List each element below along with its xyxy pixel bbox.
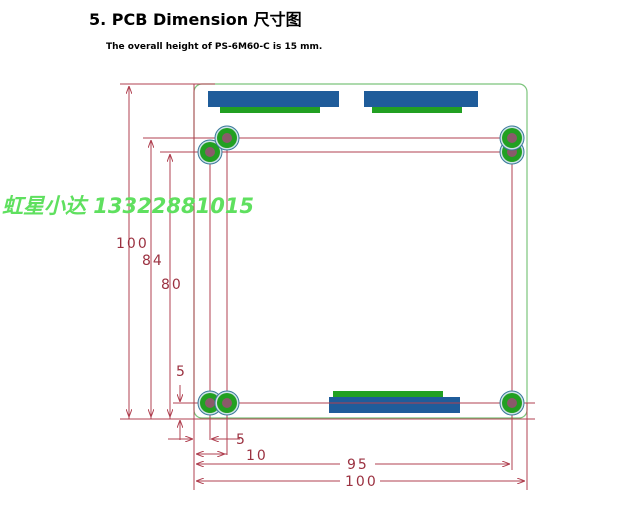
board-outline	[193, 83, 528, 419]
height-note: The overall height of PS-6M60-C is 15 mm…	[106, 42, 323, 52]
dim-width-5: 5	[236, 432, 247, 448]
mounting-hole	[214, 125, 240, 151]
section-heading: 5. PCB Dimension 尺寸图	[89, 10, 302, 29]
connector-bottom	[329, 391, 460, 413]
dim-height-84: 84	[142, 253, 164, 269]
mounting-hole	[499, 390, 525, 416]
mounting-hole	[214, 390, 240, 416]
dim-width-95: 95	[347, 457, 369, 473]
dim-width-100: 100	[345, 474, 378, 490]
dim-height-100: 100	[116, 236, 149, 252]
mounting-holes	[197, 125, 525, 416]
connector-top-right	[364, 91, 478, 113]
mounting-hole	[499, 125, 525, 151]
dim-height-5: 5	[176, 364, 187, 380]
watermark: 虹星小达 13322881015	[2, 194, 255, 218]
dim-width-10: 10	[246, 448, 268, 464]
dim-height-80: 80	[161, 277, 183, 293]
connector-top-left	[208, 91, 339, 113]
